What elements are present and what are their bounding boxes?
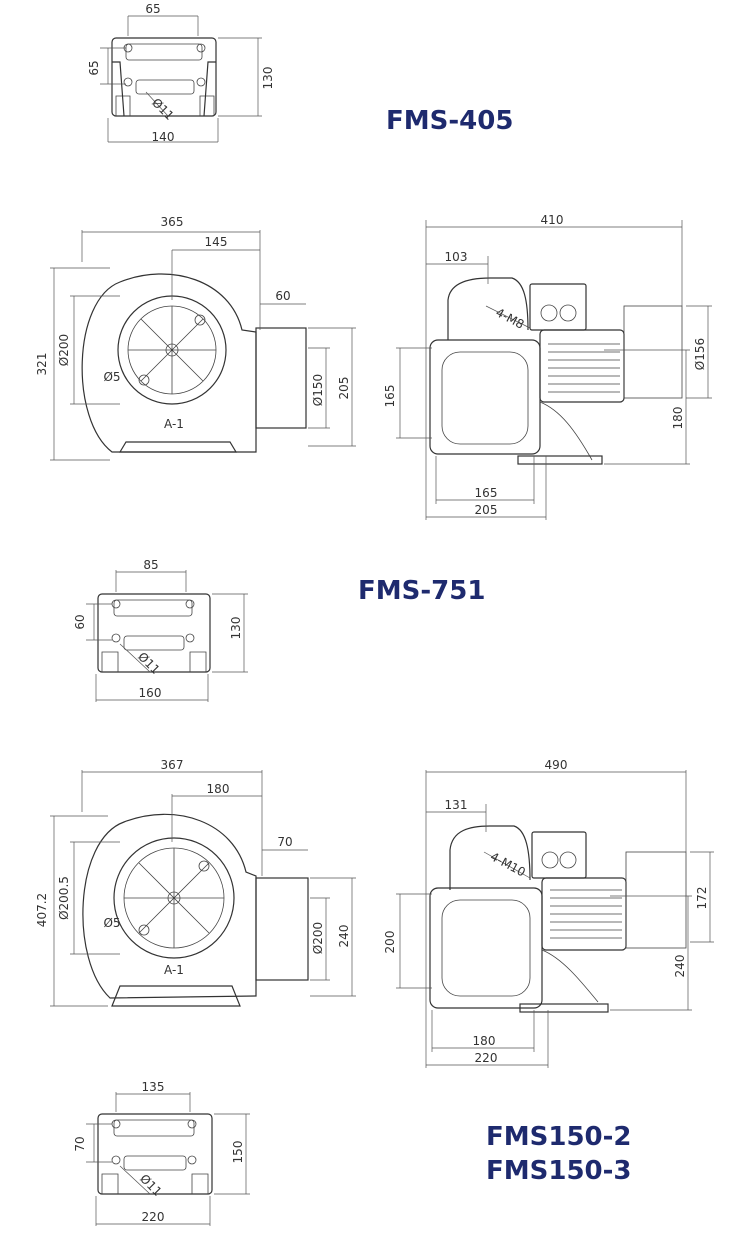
fms150-side-bottom: 220 [475,1051,498,1065]
fms751-front-inlet: Ø200 [57,334,71,366]
fms150-base-height: 150 [231,1141,245,1164]
fms751-front-offset: 145 [205,235,228,249]
fms405-base-height: 130 [261,67,275,90]
fms751-side-width: 410 [541,213,564,227]
fms751-front-outlet-len: 60 [275,289,290,303]
fms751-front-tag: A-1 [164,417,184,431]
fms751-front-outlet-h: 205 [337,377,351,400]
fms150-side-mid: 180 [473,1034,496,1048]
fms751-front-width: 365 [161,215,184,229]
fms150-front-offset: 180 [207,782,230,796]
model-title-fms751: FMS-751 [358,576,486,606]
fms751-base-height: 130 [229,617,243,640]
fms150-side-motor: 172 [695,887,709,910]
fms405-base-view: 65 130 65 Ø11 140 [87,2,275,144]
fms150-front-outlet-dia: Ø200 [311,922,325,954]
fms150-base-side: 70 [73,1136,87,1151]
fms150-side-flange: 200 [383,931,397,954]
fms150-base-view: 135 150 70 Ø11 220 [73,1080,250,1226]
fms150-front-width: 367 [161,758,184,772]
fms751-front-outlet-dia: Ø150 [311,374,325,406]
fms751-side-view: 410 103 4-M8 Ø156 180 165 165 205 [383,213,712,520]
fms405-base-top-width: 65 [145,2,160,16]
fms150-front-outlet-len: 70 [277,835,292,849]
fms150-base-hole: Ø11 [137,1171,164,1198]
fms751-base-side: 60 [73,614,87,629]
fms150-front-tag: A-1 [164,963,184,977]
fms150-front-hole: Ø5 [103,916,120,930]
fms150-side-view: 490 131 4-M10 172 240 200 180 220 [383,758,714,1068]
fms751-side-motor: Ø156 [693,338,707,370]
model-title-fms150-2: FMS150-2 [486,1122,632,1152]
fms751-front-hole: Ø5 [103,370,120,384]
model-title-fms405: FMS-405 [386,106,514,136]
fms150-base-top-width: 135 [142,1080,165,1094]
fms150-side-width: 490 [545,758,568,772]
fms751-base-bottom-width: 160 [139,686,162,700]
fms150-front-outlet-h: 240 [337,925,351,948]
fms751-side-flange: 165 [383,385,397,408]
fms751-side-mid: 165 [475,486,498,500]
fms150-base-bottom-width: 220 [142,1210,165,1224]
fms150-front-inlet: Ø200.5 [57,876,71,920]
fms150-side-height: 240 [673,955,687,978]
model-title-fms150-3: FMS150-3 [486,1156,632,1186]
fms751-side-offset: 103 [445,250,468,264]
fms751-side-bolt: 4-M8 [493,305,526,331]
fms150-side-offset: 131 [445,798,468,812]
fms405-base-bottom-width: 140 [152,130,175,144]
fms405-base-side: 65 [87,60,101,75]
fms150-front-view: 367 180 407.2 Ø200.5 Ø5 70 Ø200 240 A-1 [35,758,356,1007]
fms150-side-bolt: 4-M10 [488,849,528,879]
fms751-front-height: 321 [35,353,49,376]
fms751-side-height: 180 [671,407,685,430]
fms751-side-bottom: 205 [475,503,498,517]
fms751-front-view: 365 145 321 Ø200 Ø5 60 Ø150 205 A-1 [35,215,356,461]
fms751-base-top-width: 85 [143,558,158,572]
fms751-base-view: 85 130 60 Ø11 160 [73,558,248,702]
fms150-front-height: 407.2 [35,893,49,927]
fms751-base-hole: Ø11 [135,649,162,676]
